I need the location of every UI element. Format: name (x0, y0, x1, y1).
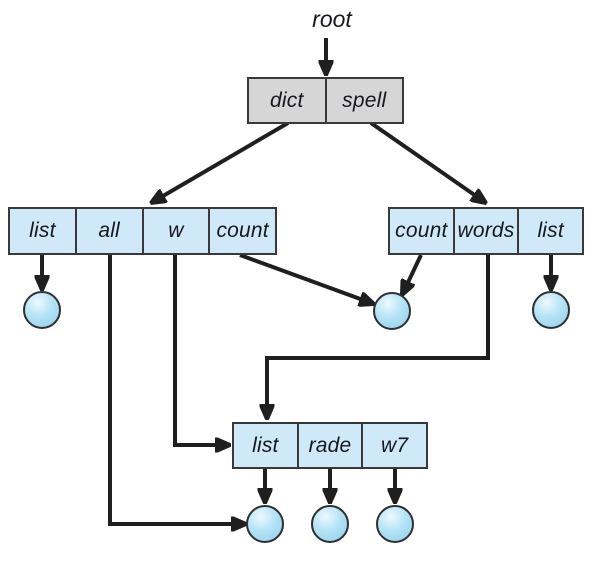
entry-dict: dict (270, 88, 304, 112)
arrow-words-to-bottomdir (267, 254, 490, 419)
file-circle-middle (373, 292, 411, 330)
entry-all: all (74, 209, 142, 253)
root-directory-table: dict spell (247, 77, 404, 124)
arrow-w-to-bottomdir (173, 254, 230, 445)
entry-w: w (141, 209, 209, 253)
entry-w7: w7 (361, 424, 426, 467)
entry-list-left: list (29, 219, 56, 242)
root-label: root (312, 6, 352, 32)
right-directory-table: count words list (388, 207, 584, 255)
left-directory-table: list all w count (8, 207, 277, 255)
file-circle-left (23, 291, 61, 329)
arrow-all-to-file-bottom1 (108, 254, 246, 524)
entry-spell: spell (324, 79, 403, 122)
arrow-count-left-to-file-mid (239, 253, 374, 304)
entry-count-right: count (395, 219, 448, 242)
arrow-spell-to-rightdir (369, 121, 486, 203)
file-circle-right (532, 291, 570, 329)
file-circle-bottom3 (376, 505, 414, 543)
arrow-dict-to-leftdir (151, 121, 290, 203)
file-circle-bottom1 (246, 505, 284, 543)
arrow-count-right-to-file-mid (402, 254, 423, 295)
entry-count-left: count (208, 209, 275, 253)
bottom-directory-table: list rade w7 (232, 422, 428, 469)
entry-words: words (452, 209, 518, 253)
entry-list-right: list (517, 209, 582, 253)
entry-list-bottom: list (252, 433, 279, 457)
entry-rade: rade (296, 424, 362, 467)
file-circle-bottom2 (311, 505, 349, 543)
